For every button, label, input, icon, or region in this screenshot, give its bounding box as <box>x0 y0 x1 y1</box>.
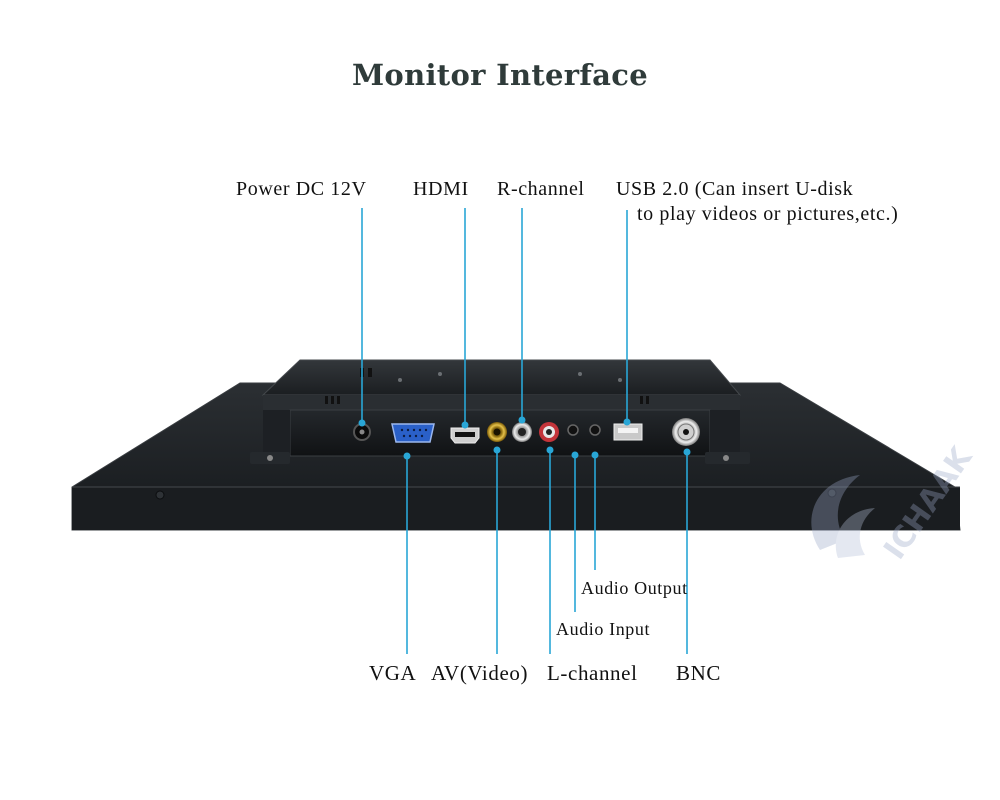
page-title: Monitor Interface <box>352 58 648 92</box>
label-audio-input: Audio Input <box>556 619 651 639</box>
r-channel-port <box>512 422 532 442</box>
leader-dot-av <box>493 446 501 454</box>
leader-dot-usb <box>623 418 631 426</box>
label-av-video: AV(Video) <box>431 661 529 685</box>
leader-dot-hdmi <box>461 421 469 429</box>
brand-watermark-logo: ICHAAK <box>811 440 980 566</box>
leader-dot-vga <box>403 452 411 460</box>
bnc-port <box>672 418 700 446</box>
hdmi-port <box>450 427 480 444</box>
leader-dot-audio-in <box>571 451 579 459</box>
audio-output-jack <box>589 424 601 436</box>
label-l-channel: L-channel <box>547 661 638 685</box>
leader-dot-bnc <box>683 448 691 456</box>
av-video-port <box>487 422 507 442</box>
leader-lines <box>361 208 688 654</box>
leader-dot-audio-out <box>591 451 599 459</box>
label-power-dc: Power DC 12V <box>236 178 367 200</box>
label-hdmi: HDMI <box>413 178 469 200</box>
vga-port <box>391 423 435 443</box>
l-channel-port <box>539 422 559 442</box>
audio-input-jack <box>567 424 579 436</box>
label-r-channel: R-channel <box>497 178 585 200</box>
label-audio-output: Audio Output <box>581 578 688 598</box>
label-bnc: BNC <box>676 661 721 685</box>
leader-dot-r-channel <box>518 416 526 424</box>
svg-text:ICHAAK: ICHAAK <box>877 440 980 566</box>
label-vga: VGA <box>369 661 417 685</box>
leader-dot-power <box>358 419 366 427</box>
leader-dot-l-channel <box>546 446 554 454</box>
power-dc-jack <box>353 423 371 441</box>
label-usb-line1: USB 2.0 (Can insert U-disk <box>616 178 854 200</box>
label-usb-line2: to play videos or pictures,etc.) <box>637 203 899 225</box>
usb-port <box>613 423 643 441</box>
